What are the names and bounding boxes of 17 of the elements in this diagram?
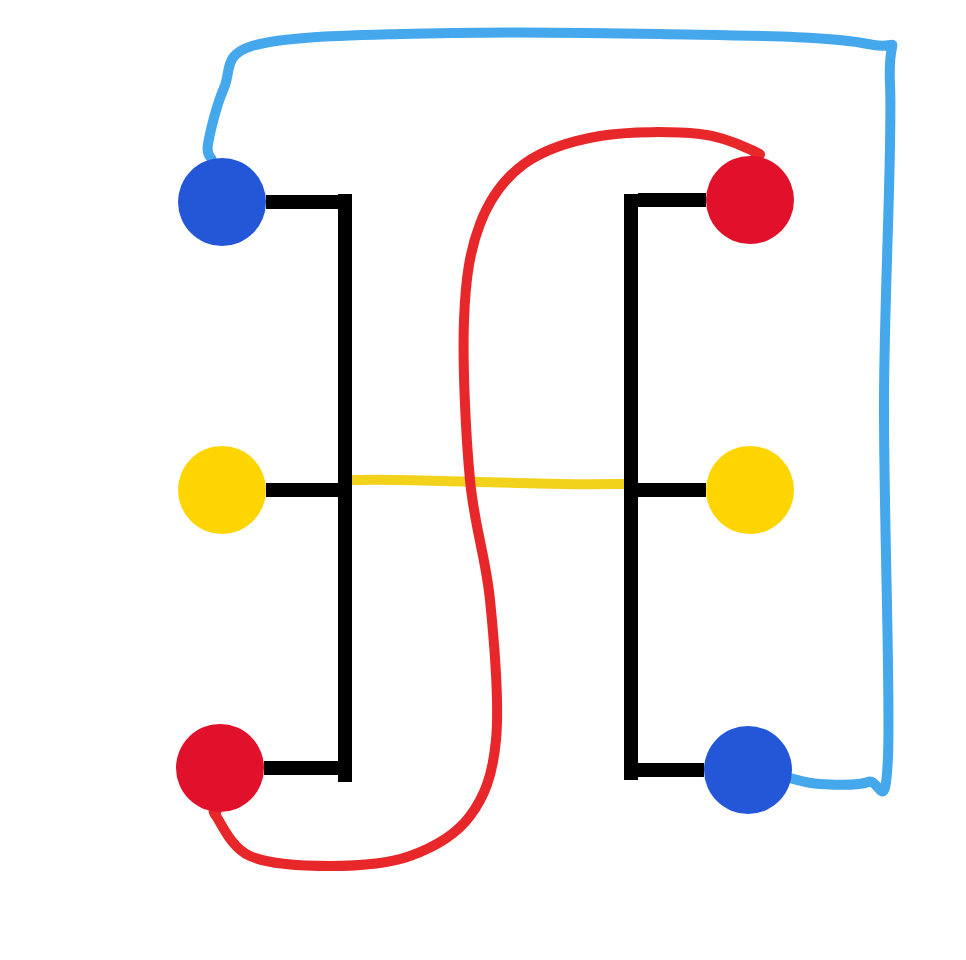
connector-line xyxy=(638,483,706,497)
dot xyxy=(178,446,266,534)
dot xyxy=(178,158,266,246)
connector-line xyxy=(347,474,629,490)
connector-line xyxy=(638,763,704,777)
connector-line xyxy=(266,483,338,497)
connector-line xyxy=(266,195,338,209)
dot xyxy=(704,726,792,814)
connector-line xyxy=(264,761,338,775)
bus-bar xyxy=(624,193,638,779)
dot xyxy=(176,724,264,812)
connector-line xyxy=(638,193,706,207)
connector-line xyxy=(208,127,765,871)
bus-bar xyxy=(338,193,352,781)
dot xyxy=(706,156,794,244)
connector-line xyxy=(202,27,898,797)
dot xyxy=(706,446,794,534)
